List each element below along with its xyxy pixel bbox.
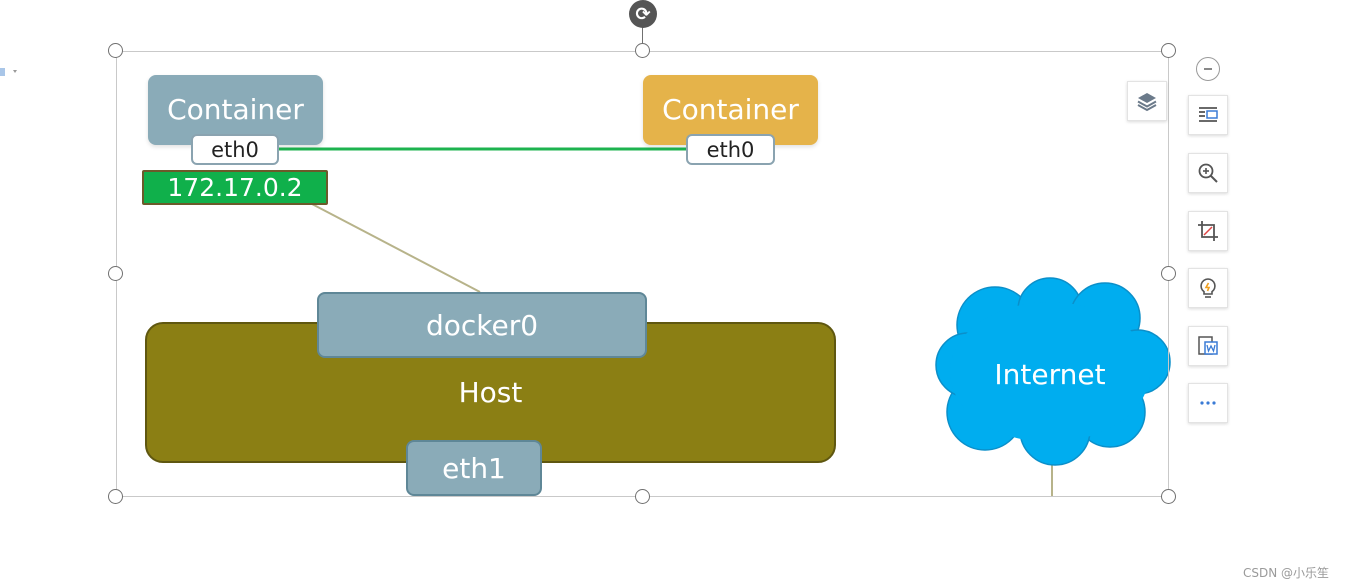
eth0-left-label: eth0 [211,137,259,162]
word-export-icon [1198,336,1218,355]
docker0-bridge-box: docker0 [317,292,647,358]
more-options-button[interactable] [1188,383,1228,423]
resize-handle-top-left[interactable] [108,43,123,58]
eth1-label: eth1 [442,451,506,485]
resize-handle-bottom-left[interactable] [108,489,123,504]
container-right-label: Container [662,92,799,126]
resize-handle-bottom-right[interactable] [1161,489,1176,504]
layers-icon [1137,93,1157,112]
container-right-eth0-tag: eth0 [686,134,775,165]
internet-label-box: Internet [950,352,1150,396]
internet-cloud [935,277,1171,466]
eth0-right-label: eth0 [706,137,755,162]
container-right-box: Container [643,75,818,145]
rotate-handle-icon[interactable]: ⟳ [629,0,657,28]
smart-idea-button[interactable] [1188,268,1228,308]
host-label: Host [458,376,523,409]
container-left-box: Container [148,75,323,145]
ip-to-bridge-line [311,203,481,293]
resize-handle-left[interactable] [108,266,123,281]
more-icon [1200,401,1216,405]
crop-icon [1198,221,1218,241]
layers-button[interactable] [1127,81,1167,121]
container-left-label: Container [167,92,304,126]
collapse-toolbar-button[interactable] [1196,57,1220,81]
resize-handle-top-right[interactable] [1161,43,1176,58]
internet-label: Internet [994,357,1106,391]
rotate-stem [642,24,643,44]
ip-address-label: 172.17.0.2 [167,173,303,202]
text-wrap-icon [1199,107,1218,122]
idea-icon [1200,278,1216,298]
partial-toolbar-icon [0,62,24,82]
ip-address-badge: 172.17.0.2 [142,170,328,205]
zoom-in-button[interactable] [1188,153,1228,193]
resize-handle-top[interactable] [635,43,650,58]
export-word-button[interactable] [1188,326,1228,366]
container-left-eth0-tag: eth0 [191,134,279,165]
watermark: CSDN @小乐笙 [1243,566,1330,580]
resize-handle-bottom[interactable] [635,489,650,504]
collapse-icon [1204,68,1212,70]
crop-button[interactable] [1188,211,1228,251]
host-eth1-box: eth1 [406,440,542,496]
resize-handle-right[interactable] [1161,266,1176,281]
text-wrap-button[interactable] [1188,95,1228,135]
docker0-label: docker0 [425,308,539,342]
zoom-in-icon [1198,163,1218,183]
